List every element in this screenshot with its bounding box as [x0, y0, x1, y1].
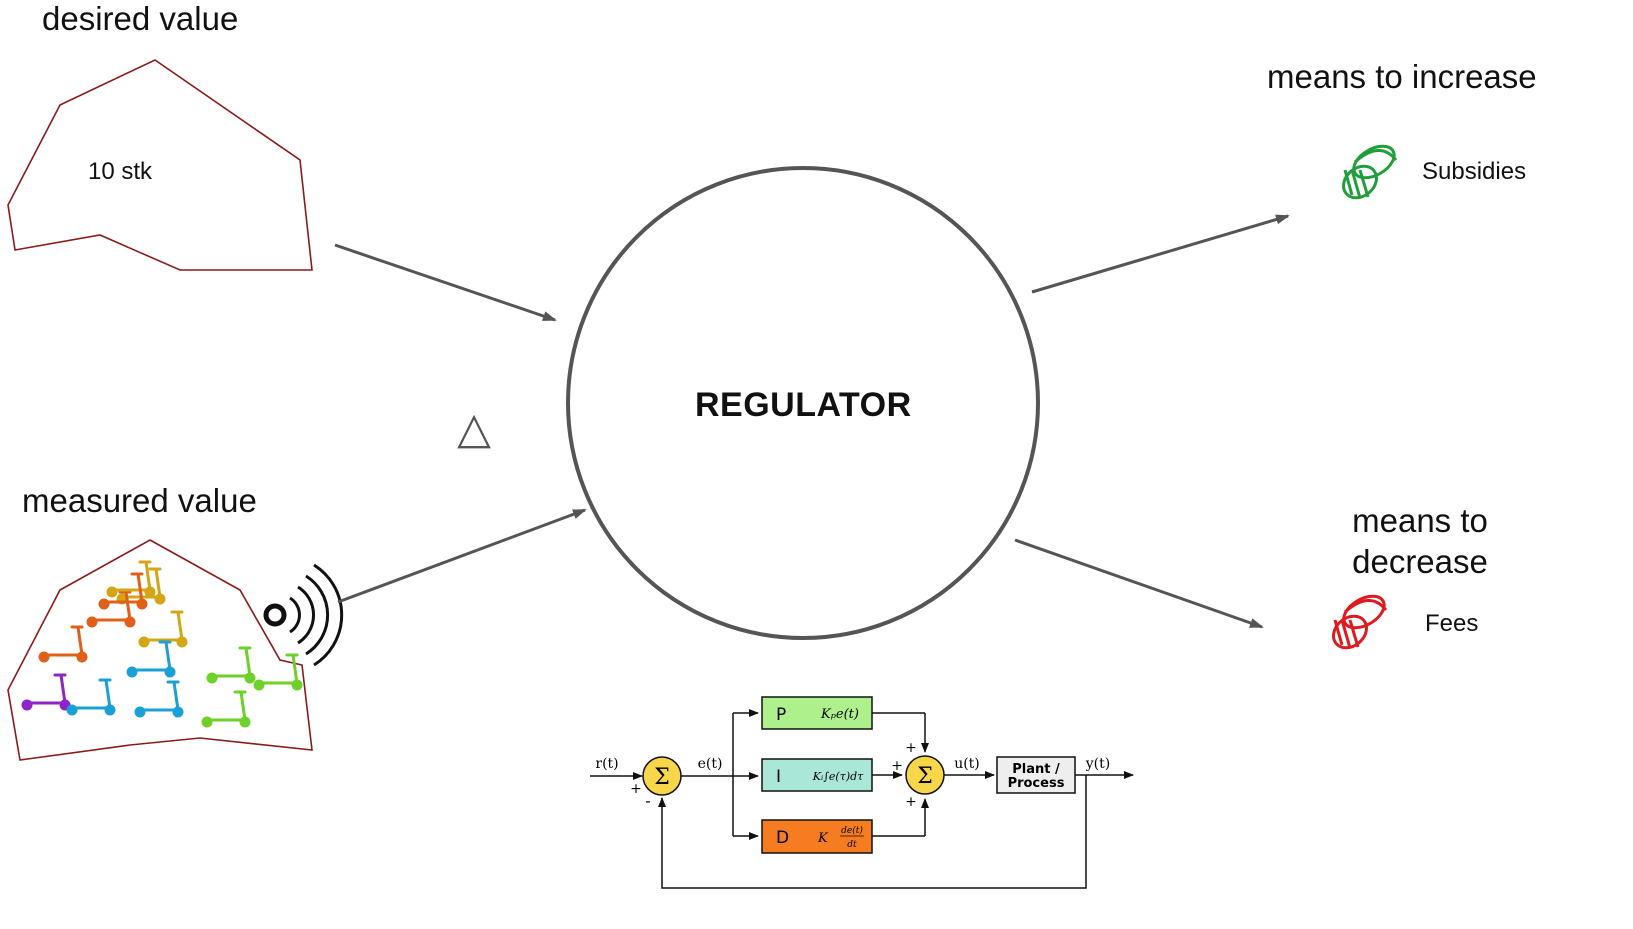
scooter-icon [206, 646, 256, 684]
pid-i-block [761, 758, 873, 792]
regulator-circle [566, 166, 1040, 640]
scooter-icon [201, 690, 251, 728]
subsidies-label: Subsidies [1422, 158, 1527, 185]
fees-label: Fees [1425, 610, 1479, 637]
pid-y-label: y(t) [1085, 756, 1110, 772]
pid-d-letter: D [776, 828, 789, 848]
pid-i-term: Kᵢ∫e(τ)dτ [812, 770, 864, 783]
increase-title: means to increase [1267, 58, 1537, 95]
pid-r-label: r(t) [595, 756, 618, 772]
pid-d-num: de(t) [841, 825, 863, 836]
pid-e-label: e(t) [698, 756, 723, 772]
pid-sum-2-symbol: Σ [917, 764, 933, 789]
arrow-measured-to-regulator [337, 508, 587, 604]
scooter-icon [66, 678, 116, 716]
scooter-icon [138, 610, 188, 648]
scooter-icon [126, 640, 176, 678]
pid-u-label: u(t) [954, 756, 980, 772]
pid-plant-line2: Process [1008, 776, 1065, 791]
pid-d-k: K [817, 831, 829, 846]
desired-value-number: 10 stk [88, 158, 153, 185]
scooter-icon [134, 680, 184, 718]
decrease-title-line1: means to [1352, 502, 1488, 539]
pid-p-term: Kₚe(t) [820, 707, 859, 722]
scooter-icon [21, 673, 71, 711]
coins-icon-green [1342, 144, 1398, 200]
measured-value-title: measured value [22, 482, 257, 519]
scooter-icon [98, 572, 148, 610]
pid-controller-diagram: r(t) Σ + - e(t) P Kₚe(t) I Kᵢ∫e(τ)dτ D K… [590, 696, 1134, 889]
pid-sum-2-plus-left: + [891, 758, 903, 774]
scooter-icon [86, 590, 136, 628]
pid-d-den: dt [847, 840, 857, 850]
delta-symbol: △ [457, 403, 491, 454]
scooter-icon [106, 560, 156, 598]
desired-value-title: desired value [42, 0, 239, 37]
pid-p-letter: P [776, 705, 786, 725]
pid-p-block [761, 696, 873, 730]
measured-value-region [7, 539, 313, 761]
scooter-icon [253, 653, 303, 691]
pid-sum-2-plus-bottom: + [905, 794, 917, 810]
pid-sum-1-plus: + [630, 781, 642, 797]
scooter-fleet [21, 560, 303, 728]
coins-icon-red [1332, 594, 1388, 650]
arrow-regulator-to-decrease [1014, 538, 1264, 629]
pid-plant-line1: Plant / [1012, 762, 1060, 777]
pid-sum-1-symbol: Σ [654, 765, 670, 790]
desired-value-region [7, 59, 313, 271]
pid-i-letter: I [776, 767, 781, 787]
regulator-label: REGULATOR [695, 386, 912, 424]
pid-sum-2-plus-top: + [905, 740, 917, 756]
signal-sensor-icon [263, 563, 344, 667]
decrease-title-line2: decrease [1352, 543, 1488, 580]
scooter-icon [38, 625, 88, 663]
pid-d-block [761, 819, 873, 854]
arrow-desired-to-regulator [334, 243, 557, 322]
pid-sum-1-minus: - [645, 791, 650, 810]
arrow-regulator-to-increase [1031, 214, 1290, 294]
